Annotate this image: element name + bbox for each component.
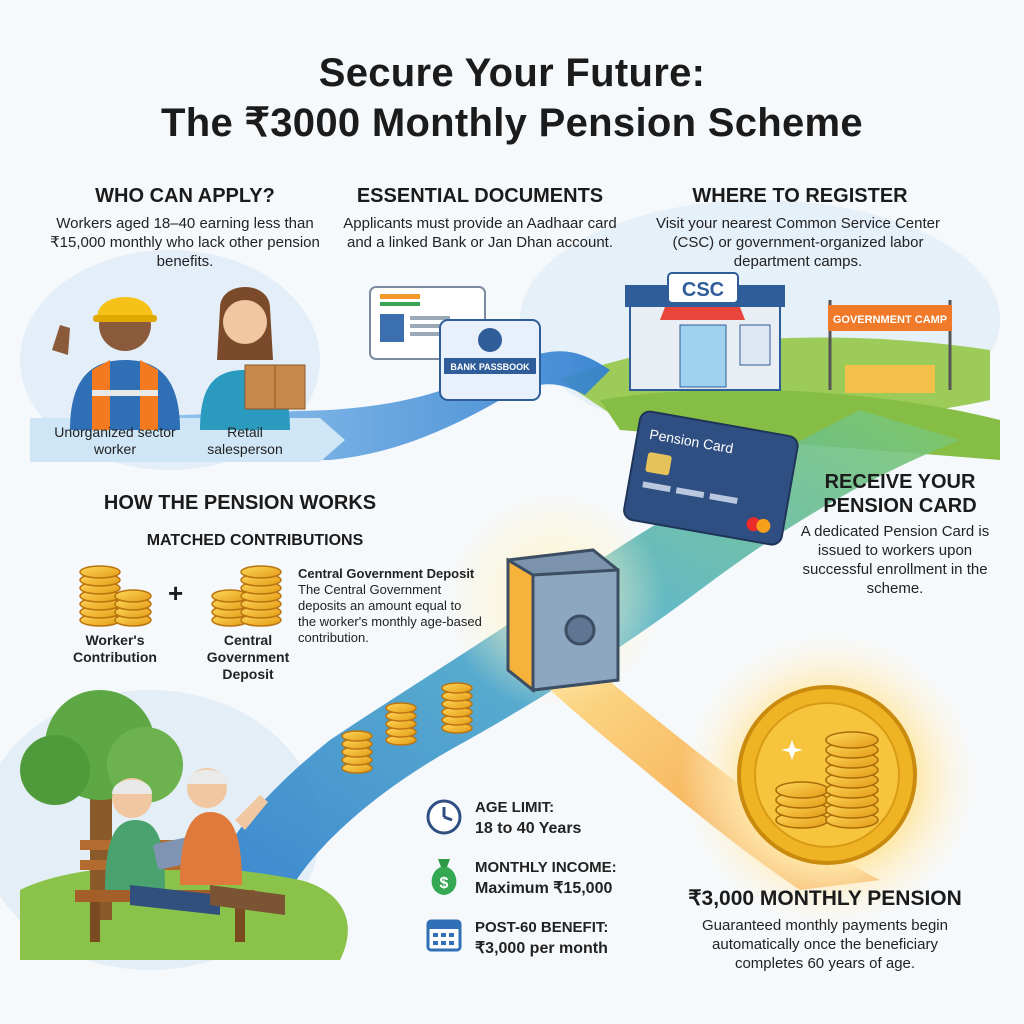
pension-text: Guaranteed monthly payments begin automa… <box>702 917 948 972</box>
elderly-man-right-figure <box>180 768 285 915</box>
clock-icon <box>426 799 462 835</box>
workers-illustration <box>52 287 306 430</box>
stat-age-label: AGE LIMIT: <box>475 799 555 816</box>
govt-deposit-label: Central Government Deposit <box>206 632 290 682</box>
documents-text: Applicants must provide an Aadhaar card … <box>343 215 617 251</box>
svg-text:$: $ <box>440 875 449 892</box>
pension-coin-icon <box>737 685 917 865</box>
documents-illustration: BANK PASSBOOK <box>369 286 541 401</box>
camp-banner: GOVERNMENT CAMP <box>833 314 947 326</box>
money-bag-icon: $ <box>431 859 457 895</box>
elderly-couple-illustration <box>20 690 285 942</box>
card-heading: RECEIVE YOUR PENSION CARD <box>823 471 977 517</box>
stat-income-label: MONTHLY INCOME: <box>475 859 617 876</box>
page-title: Secure Your Future: <box>318 51 706 95</box>
worker-coins-icon <box>79 565 152 627</box>
documents-heading: ESSENTIAL DOCUMENTS <box>356 185 604 207</box>
who-heading: WHO CAN APPLY? <box>95 185 275 207</box>
page-subtitle: The ₹3000 Monthly Pension Scheme <box>161 101 863 145</box>
register-illustration: CSC GOVERNMENT CAMP <box>625 272 952 393</box>
works-heading: HOW THE PENSION WORKS <box>103 492 377 514</box>
csc-sign: CSC <box>682 279 724 301</box>
vault-icon <box>506 548 620 694</box>
calendar-icon <box>426 919 462 952</box>
worker1-label: Unorganized sector worker <box>54 424 176 457</box>
card-text: A dedicated Pension Card is issued to wo… <box>800 523 990 597</box>
flowing-coins <box>341 682 473 774</box>
stat-benefit-label: POST-60 BENEFIT: <box>475 919 609 936</box>
csc-building-icon: CSC <box>625 272 785 391</box>
plus-sign: + <box>168 578 184 608</box>
worker2-label: Retail salesperson <box>207 424 283 457</box>
pension-card-icon: Pension Card <box>623 410 799 546</box>
stat-benefit-value: ₹3,000 per month <box>475 940 608 957</box>
who-text: Workers aged 18–40 earning less than ₹15… <box>50 215 320 270</box>
register-text: Visit your nearest Common Service Center… <box>655 215 940 270</box>
stat-income-value: Maximum ₹15,000 <box>475 880 613 897</box>
register-heading: WHERE TO REGISTER <box>692 185 908 207</box>
deposit-desc-text: The Central Government deposits an amoun… <box>298 582 482 645</box>
passbook-label: BANK PASSBOOK <box>450 362 530 372</box>
pension-heading: ₹3,000 MONTHLY PENSION <box>688 887 962 910</box>
salesperson-figure <box>200 287 306 430</box>
government-camp-icon: GOVERNMENT CAMP <box>828 300 952 393</box>
works-subheading: MATCHED CONTRIBUTIONS <box>146 532 364 549</box>
bank-passbook-icon: BANK PASSBOOK <box>439 319 541 401</box>
stat-age-value: 18 to 40 Years <box>475 820 582 837</box>
deposit-desc-title: Central Government Deposit <box>298 566 475 581</box>
government-coins-icon <box>211 565 282 627</box>
construction-worker-figure <box>52 297 180 430</box>
worker-contribution-label: Worker's Contribution <box>73 632 157 665</box>
